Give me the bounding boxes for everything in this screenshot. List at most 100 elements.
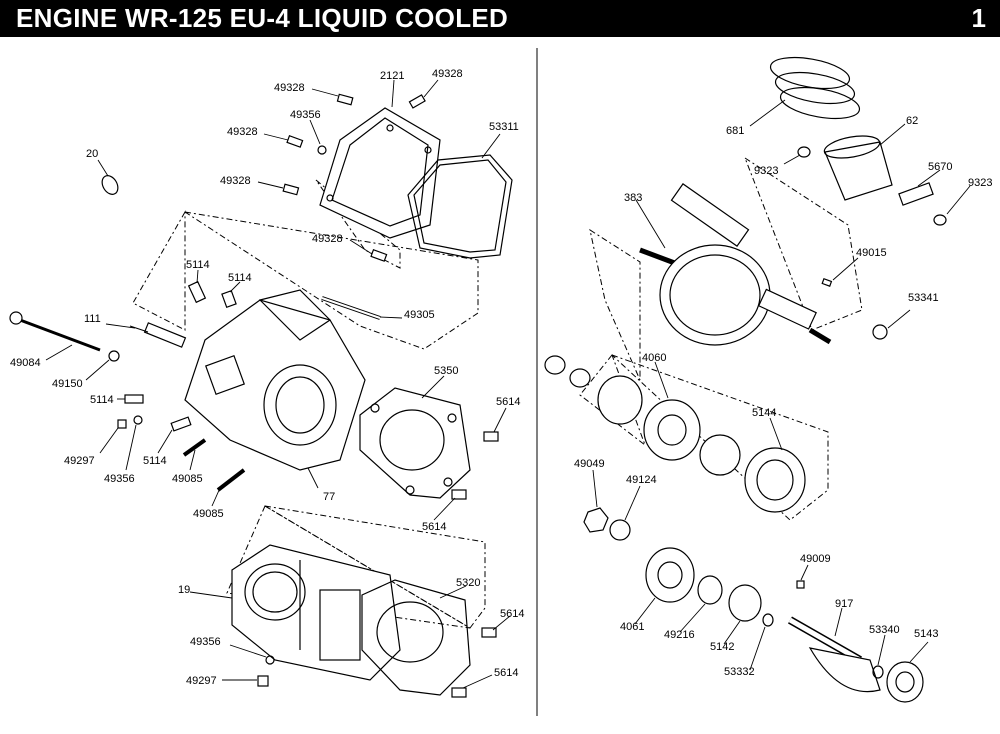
label-49150: 49150 xyxy=(52,378,83,390)
head-gasket xyxy=(359,387,471,499)
cover-gasket-inner xyxy=(413,159,507,253)
leader-lines xyxy=(45,79,971,689)
label-5320: 5320 xyxy=(456,577,480,589)
label-49216: 49216 xyxy=(664,629,695,641)
stud-49085b xyxy=(216,468,246,492)
label-49328: 49328 xyxy=(432,68,463,80)
cylinder-group-outline-lower xyxy=(226,505,471,629)
page-title: ENGINE WR-125 EU-4 LIQUID COOLED xyxy=(16,3,509,33)
label-111: 111 xyxy=(84,313,101,325)
washer-49356c xyxy=(265,655,275,665)
label-5614: 5614 xyxy=(496,396,520,408)
ring-20 xyxy=(101,175,119,195)
label-4061: 4061 xyxy=(620,621,644,633)
dipstick xyxy=(9,311,101,352)
piston xyxy=(823,135,893,201)
label-49328: 49328 xyxy=(312,233,343,245)
label-5114: 5114 xyxy=(228,272,252,284)
nipple-5114a xyxy=(187,280,207,304)
oring-53332 xyxy=(762,613,774,627)
piston-pin xyxy=(898,182,934,206)
bushing-49216 xyxy=(697,575,723,605)
circlip-9323a xyxy=(797,146,811,158)
base-gasket xyxy=(361,579,471,696)
label-2121: 2121 xyxy=(380,70,404,82)
label-49009: 49009 xyxy=(800,553,831,565)
key-49009 xyxy=(796,580,805,589)
page-number: 1 xyxy=(971,3,986,33)
gears-cluster xyxy=(544,355,806,513)
balance-shaft xyxy=(788,616,881,693)
label-383: 383 xyxy=(624,192,642,204)
key-49015 xyxy=(821,277,833,287)
piston-group-outline xyxy=(743,156,863,331)
header-bar: ENGINE WR-125 EU-4 LIQUID COOLED 1 xyxy=(0,0,1000,37)
label-49328: 49328 xyxy=(274,82,305,94)
dowel-5614d xyxy=(451,687,467,698)
oring-53340 xyxy=(872,665,884,679)
label-49049: 49049 xyxy=(574,458,605,470)
nut-49049 xyxy=(583,507,609,533)
cylinder-block xyxy=(231,544,401,681)
stud-49085a xyxy=(182,438,207,457)
label-5614: 5614 xyxy=(494,667,518,679)
label-9323: 9323 xyxy=(968,177,992,189)
label-49356: 49356 xyxy=(104,473,135,485)
label-5144: 5144 xyxy=(752,407,776,419)
circlip-9323b xyxy=(933,214,947,226)
label-19: 19 xyxy=(178,584,190,596)
label-5114: 5114 xyxy=(90,394,114,406)
crankshaft xyxy=(639,183,832,346)
label-5670: 5670 xyxy=(928,161,952,173)
label-49015: 49015 xyxy=(856,247,887,259)
washer-49356b xyxy=(133,415,143,425)
label-9323: 9323 xyxy=(754,165,778,177)
label-49297: 49297 xyxy=(186,675,217,687)
label-5143: 5143 xyxy=(914,628,938,640)
label-77: 77 xyxy=(323,491,335,503)
label-5142: 5142 xyxy=(710,641,734,653)
cylinder-head xyxy=(184,289,366,471)
label-53340: 53340 xyxy=(869,624,900,636)
cylinder-head-group-outline-left xyxy=(132,210,186,331)
bolt-49297b xyxy=(257,675,269,687)
label-681: 681 xyxy=(726,125,744,137)
label-917: 917 xyxy=(835,598,853,610)
label-49124: 49124 xyxy=(626,474,657,486)
label-5114: 5114 xyxy=(186,259,210,271)
label-49356: 49356 xyxy=(190,636,221,648)
washer-49150 xyxy=(108,350,120,362)
label-49085: 49085 xyxy=(172,473,203,485)
label-53332: 53332 xyxy=(724,666,755,678)
label-49356: 49356 xyxy=(290,109,321,121)
label-49084: 49084 xyxy=(10,357,41,369)
cylinder-head-group-outline xyxy=(184,211,479,350)
cylinder-group-outline xyxy=(264,505,486,629)
label-4060: 4060 xyxy=(642,352,666,364)
label-5614: 5614 xyxy=(422,521,446,533)
cylinder-head-cover xyxy=(319,107,441,239)
bearing-5142 xyxy=(728,584,762,622)
label-5114: 5114 xyxy=(143,455,167,467)
label-49305: 49305 xyxy=(404,309,435,321)
washer-49124 xyxy=(609,519,631,541)
spark-plug xyxy=(129,322,187,348)
crank-group-outline xyxy=(589,228,641,381)
label-62: 62 xyxy=(906,115,918,127)
dowel-5614b xyxy=(451,489,467,500)
label-53341: 53341 xyxy=(908,292,939,304)
circlip-53341 xyxy=(872,324,888,340)
bolt-49297a xyxy=(117,419,127,429)
nipple-5114b xyxy=(221,289,237,309)
dowel-5614a xyxy=(483,431,499,442)
label-5350: 5350 xyxy=(434,365,458,377)
label-49328: 49328 xyxy=(220,175,251,187)
label-20: 20 xyxy=(86,148,98,160)
label-53311: 53311 xyxy=(489,121,519,133)
label-49297: 49297 xyxy=(64,455,95,467)
gear-4061 xyxy=(645,547,695,603)
nipple-5114c xyxy=(124,394,144,404)
dowel-5614c xyxy=(481,627,497,638)
label-49328: 49328 xyxy=(227,126,258,138)
bearing-5143 xyxy=(886,661,924,703)
